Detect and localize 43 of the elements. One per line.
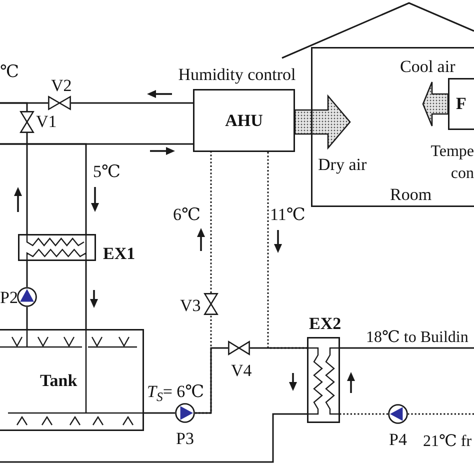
- edge-label: Dry air: [318, 156, 367, 174]
- pipe: [0, 413, 307, 463]
- edge-label: T$_{S}$= 6℃: [147, 383, 204, 401]
- node-label: Tempe con: [430, 142, 474, 184]
- pipe: [26, 261, 28, 287]
- room-label: Room: [390, 186, 432, 204]
- pipe: [340, 347, 474, 349]
- pipe: [250, 347, 307, 349]
- edge-label: 21℃ fr: [423, 433, 472, 451]
- pipe: [0, 143, 87, 234]
- pipe: [408, 413, 474, 415]
- pipe: [85, 261, 87, 329]
- room-outline: [311, 47, 474, 207]
- component-label: V3: [180, 297, 201, 315]
- pipe: [144, 412, 175, 414]
- storage-tank: [0, 329, 144, 431]
- edge-label: 6℃: [173, 206, 201, 224]
- block-arrow: [294, 94, 351, 150]
- pipe: [340, 413, 388, 415]
- component-label: P2: [0, 289, 18, 307]
- component-label: P4: [389, 431, 407, 449]
- component-label: V4: [231, 362, 252, 380]
- pipe: [195, 347, 228, 414]
- pipe: [26, 133, 28, 234]
- edge-label: 11℃: [270, 206, 306, 224]
- component-label: V2: [51, 77, 72, 95]
- component-label: EX1: [103, 245, 136, 263]
- edge-label: Cool air: [400, 58, 456, 76]
- component-label: P3: [176, 430, 194, 448]
- temperature-label: ℃: [0, 63, 20, 81]
- block-arrow: [422, 81, 449, 127]
- pipe: [0, 102, 28, 111]
- pipe: [210, 152, 212, 293]
- box-label: AHU: [224, 112, 264, 130]
- component-label: V1: [36, 113, 57, 131]
- box-label: F: [456, 95, 466, 113]
- pipe: [71, 102, 193, 104]
- component-label: EX2: [309, 315, 342, 333]
- node-label: Humidity control: [177, 66, 297, 84]
- pipe: [26, 307, 28, 329]
- edge-label: 5℃: [93, 163, 121, 181]
- edge-label: 18℃ to Buildin: [366, 329, 468, 347]
- box-label: Tank: [40, 372, 78, 390]
